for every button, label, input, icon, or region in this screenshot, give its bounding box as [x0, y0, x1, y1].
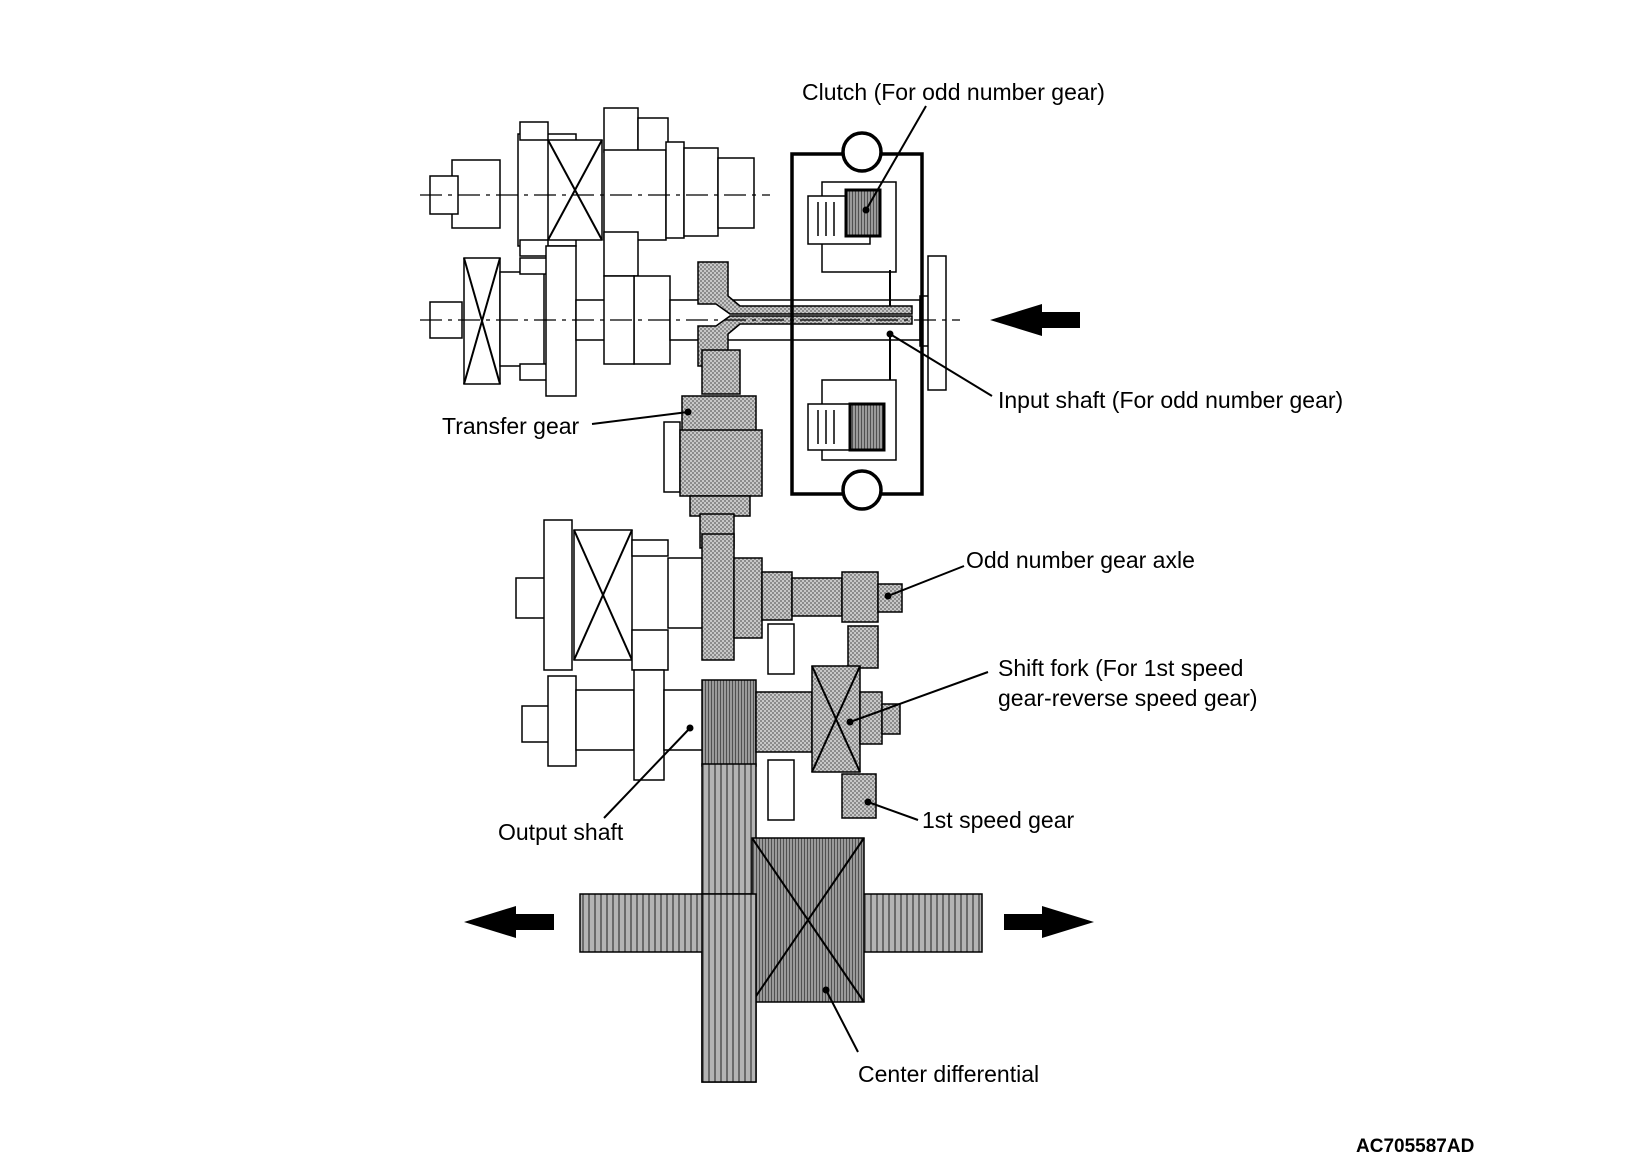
transfer-gear-stack [663, 349, 763, 549]
clutch-assembly [790, 131, 924, 511]
leader-lines [591, 105, 993, 1053]
label-input-shaft: Input shaft (For odd number gear) [998, 387, 1343, 413]
label-first-speed-gear: 1st speed gear [922, 807, 1075, 833]
figure-code: AC705587AD [1356, 1136, 1474, 1157]
label-shift-fork-line1: Shift fork (For 1st speed [998, 655, 1243, 681]
label-center-differential: Center differential [858, 1061, 1039, 1087]
label-odd-gear-axle: Odd number gear axle [966, 547, 1195, 573]
input-shaft-assembly [420, 245, 1080, 397]
upper-gear-train [420, 107, 770, 277]
output-arrow-left [464, 906, 554, 938]
center-differential [464, 837, 1094, 1083]
label-transfer-gear: Transfer gear [442, 413, 580, 439]
label-output-shaft: Output shaft [498, 819, 624, 845]
output-arrow-right [1004, 906, 1094, 938]
label-clutch: Clutch (For odd number gear) [802, 79, 1105, 105]
input-arrow [990, 304, 1080, 336]
label-shift-fork-line2: gear-reverse speed gear) [998, 685, 1258, 711]
odd-gear-axle-assembly [515, 519, 903, 675]
